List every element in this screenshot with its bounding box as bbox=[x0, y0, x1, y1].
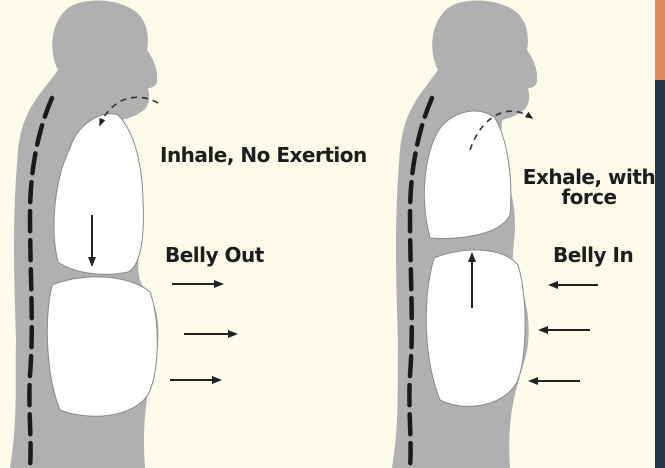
right-belly-cavity bbox=[426, 250, 525, 406]
belly-out-label: Belly Out bbox=[165, 243, 264, 267]
inhale-label: Inhale, No Exertion bbox=[160, 143, 367, 167]
exhale-label-line2: force bbox=[520, 185, 658, 209]
belly-in-label: Belly In bbox=[553, 243, 633, 267]
right-figure bbox=[392, 1, 598, 468]
left-belly-cavity bbox=[47, 277, 157, 416]
left-figure bbox=[10, 1, 236, 468]
